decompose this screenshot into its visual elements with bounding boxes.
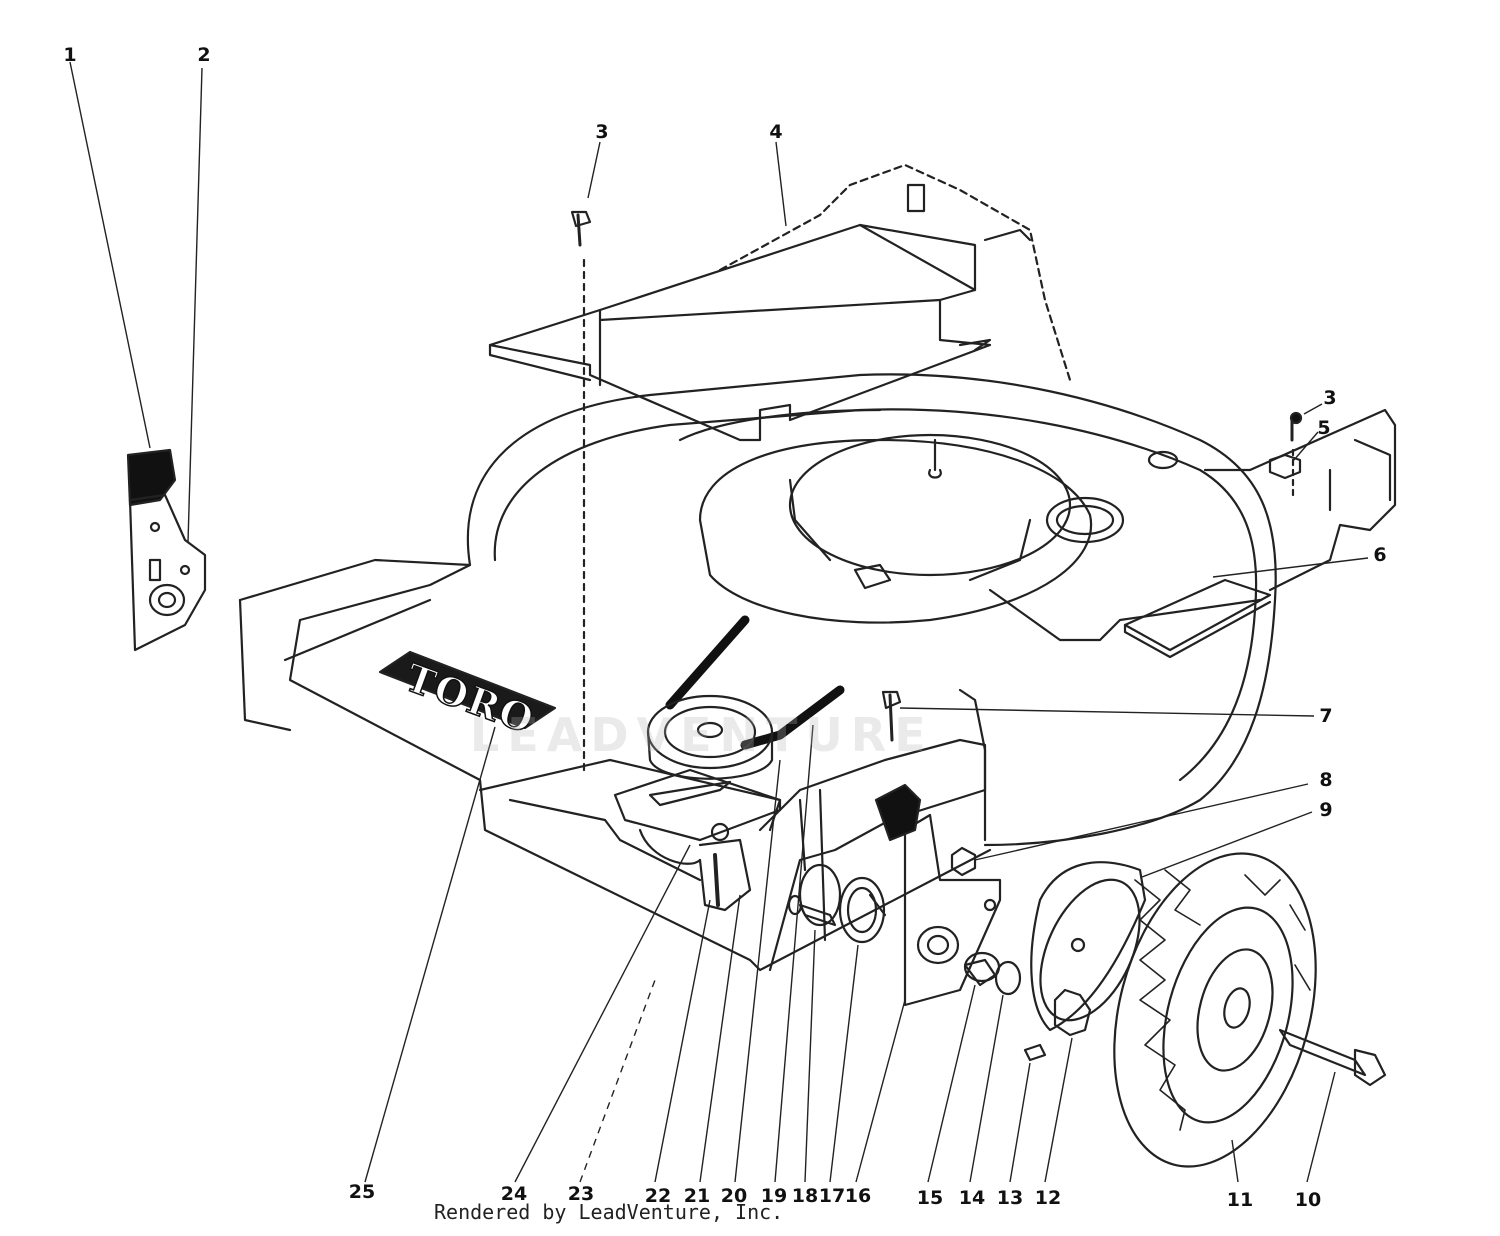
callout-10: 10 (1294, 1189, 1322, 1211)
callout-24: 24 (500, 1183, 528, 1205)
callout-23: 23 (567, 1183, 595, 1205)
callout-3b: 3 (1323, 387, 1337, 409)
callout-5: 5 (1317, 417, 1331, 439)
callout-1: 1 (63, 44, 77, 66)
front-deck-nose (238, 558, 992, 972)
side-housing (758, 738, 987, 972)
callout-13: 13 (996, 1187, 1024, 1209)
height-bracket (698, 838, 752, 912)
callout-4: 4 (769, 121, 783, 143)
callout-20: 20 (720, 1185, 748, 1207)
lever-plate (128, 493, 207, 652)
height-adjuster (903, 813, 1002, 1007)
callout-12: 12 (1034, 1187, 1062, 1209)
callout-2: 2 (197, 44, 211, 66)
drive-cup (1030, 861, 1147, 1032)
callout-16: 16 (844, 1185, 872, 1207)
callout-8: 8 (1319, 769, 1333, 791)
callout-9: 9 (1319, 799, 1333, 821)
callout-7: 7 (1319, 705, 1333, 727)
callout-25: 25 (348, 1181, 376, 1203)
callout-21: 21 (683, 1185, 711, 1207)
blade-housing-recess (698, 438, 1093, 624)
discharge-ring (1045, 496, 1125, 544)
callout-19: 19 (760, 1185, 788, 1207)
drive-belt (665, 615, 845, 750)
lever-grip (126, 448, 177, 507)
deck-pad (1123, 578, 1272, 652)
callout-6: 6 (1373, 544, 1387, 566)
pinion-gear (1053, 988, 1092, 1037)
wheel-rim (1162, 906, 1294, 1124)
watermark: LEADVENTURE (470, 708, 934, 762)
callout-22: 22 (644, 1185, 672, 1207)
toro-decal (378, 650, 557, 730)
footer-credit: Rendered by LeadVenture, Inc. (434, 1200, 784, 1224)
callout-3: 3 (595, 121, 609, 143)
belt-cover (488, 223, 992, 442)
callout-15: 15 (916, 1187, 944, 1209)
callout-17: 17 (818, 1185, 846, 1207)
callout-14: 14 (958, 1187, 986, 1209)
axle-bolt (1278, 1028, 1367, 1077)
callout-18: 18 (791, 1185, 819, 1207)
handle-bracket (1203, 408, 1397, 592)
motor-mount-opening (788, 433, 1072, 577)
wheel-tire (1113, 852, 1317, 1168)
adjuster-knob (874, 783, 922, 842)
callout-11: 11 (1226, 1189, 1254, 1211)
